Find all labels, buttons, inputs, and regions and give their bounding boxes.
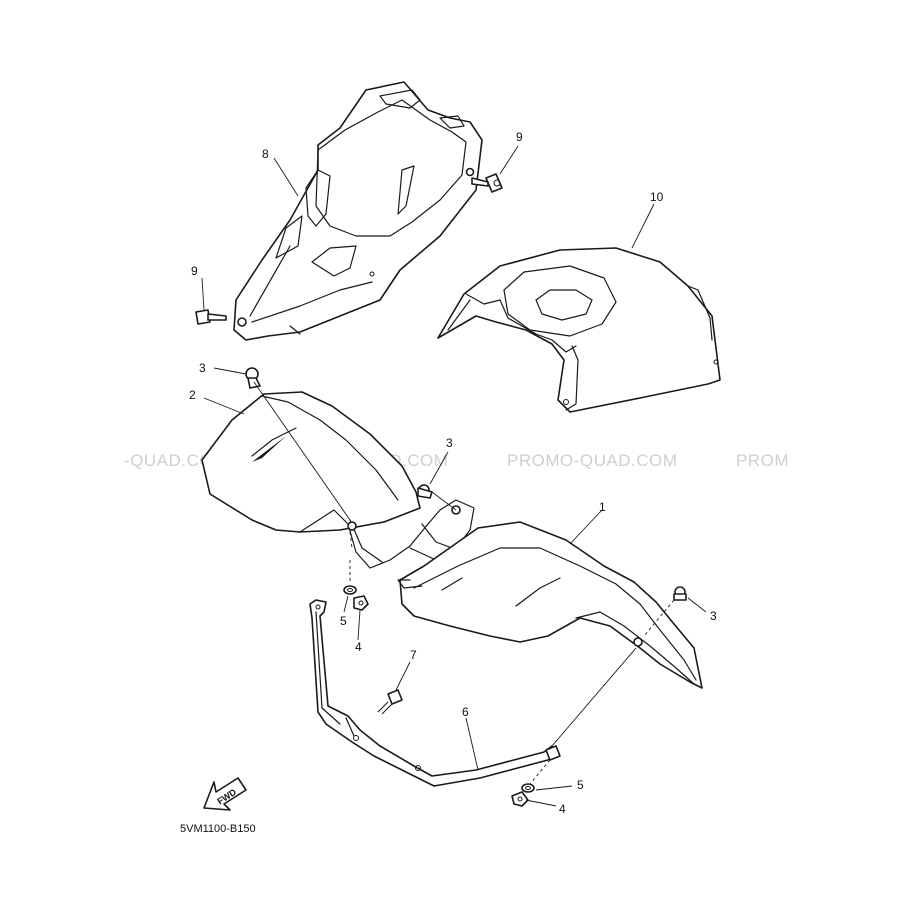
bolt-part-7 <box>377 689 403 715</box>
tank-cover-part-10 <box>437 247 721 413</box>
front-fender-part-1 <box>397 521 703 689</box>
label-part-3: 3 <box>710 609 717 623</box>
label-part-5: 5 <box>577 778 584 792</box>
label-part-4: 4 <box>559 802 566 816</box>
label-leaders <box>201 145 707 807</box>
nut-part-4-right <box>511 791 529 807</box>
washer-part-5-left <box>343 585 357 595</box>
alignment-lines <box>253 381 675 785</box>
washer-part-5-right <box>521 783 535 793</box>
label-part-4: 4 <box>355 640 362 654</box>
label-part-8: 8 <box>262 147 269 161</box>
label-part-9: 9 <box>191 264 198 278</box>
watermark: -QUAD.COM <box>124 451 228 470</box>
label-part-1: 1 <box>599 500 606 514</box>
bolt-part-3-top <box>245 367 261 389</box>
watermark: PROMO-QUAD.COM <box>507 451 677 470</box>
diagram-code: 5VM1100-B150 <box>180 823 256 835</box>
nut-part-4-left <box>353 595 369 611</box>
stay-bracket-part-6 <box>309 599 561 787</box>
screw-part-9-top <box>471 173 503 193</box>
front-cover-part-8 <box>233 81 483 341</box>
part-labels: 8 9 10 9 3 2 3 1 3 5 4 7 6 5 4 <box>189 130 717 816</box>
screw-part-9-left <box>195 309 227 325</box>
bolt-part-3-right <box>673 586 687 601</box>
label-part-7: 7 <box>410 648 417 662</box>
bolt-part-3-mid <box>417 484 433 499</box>
label-part-3: 3 <box>446 436 453 450</box>
watermark: PROM <box>736 451 789 470</box>
label-part-3: 3 <box>199 361 206 375</box>
label-part-6: 6 <box>462 705 469 719</box>
label-part-10: 10 <box>650 190 664 204</box>
fwd-arrow-icon: FWD <box>203 777 247 811</box>
label-part-2: 2 <box>189 388 196 402</box>
label-part-9: 9 <box>516 130 523 144</box>
label-part-5: 5 <box>340 614 347 628</box>
rear-cover-part-2 <box>201 391 475 569</box>
